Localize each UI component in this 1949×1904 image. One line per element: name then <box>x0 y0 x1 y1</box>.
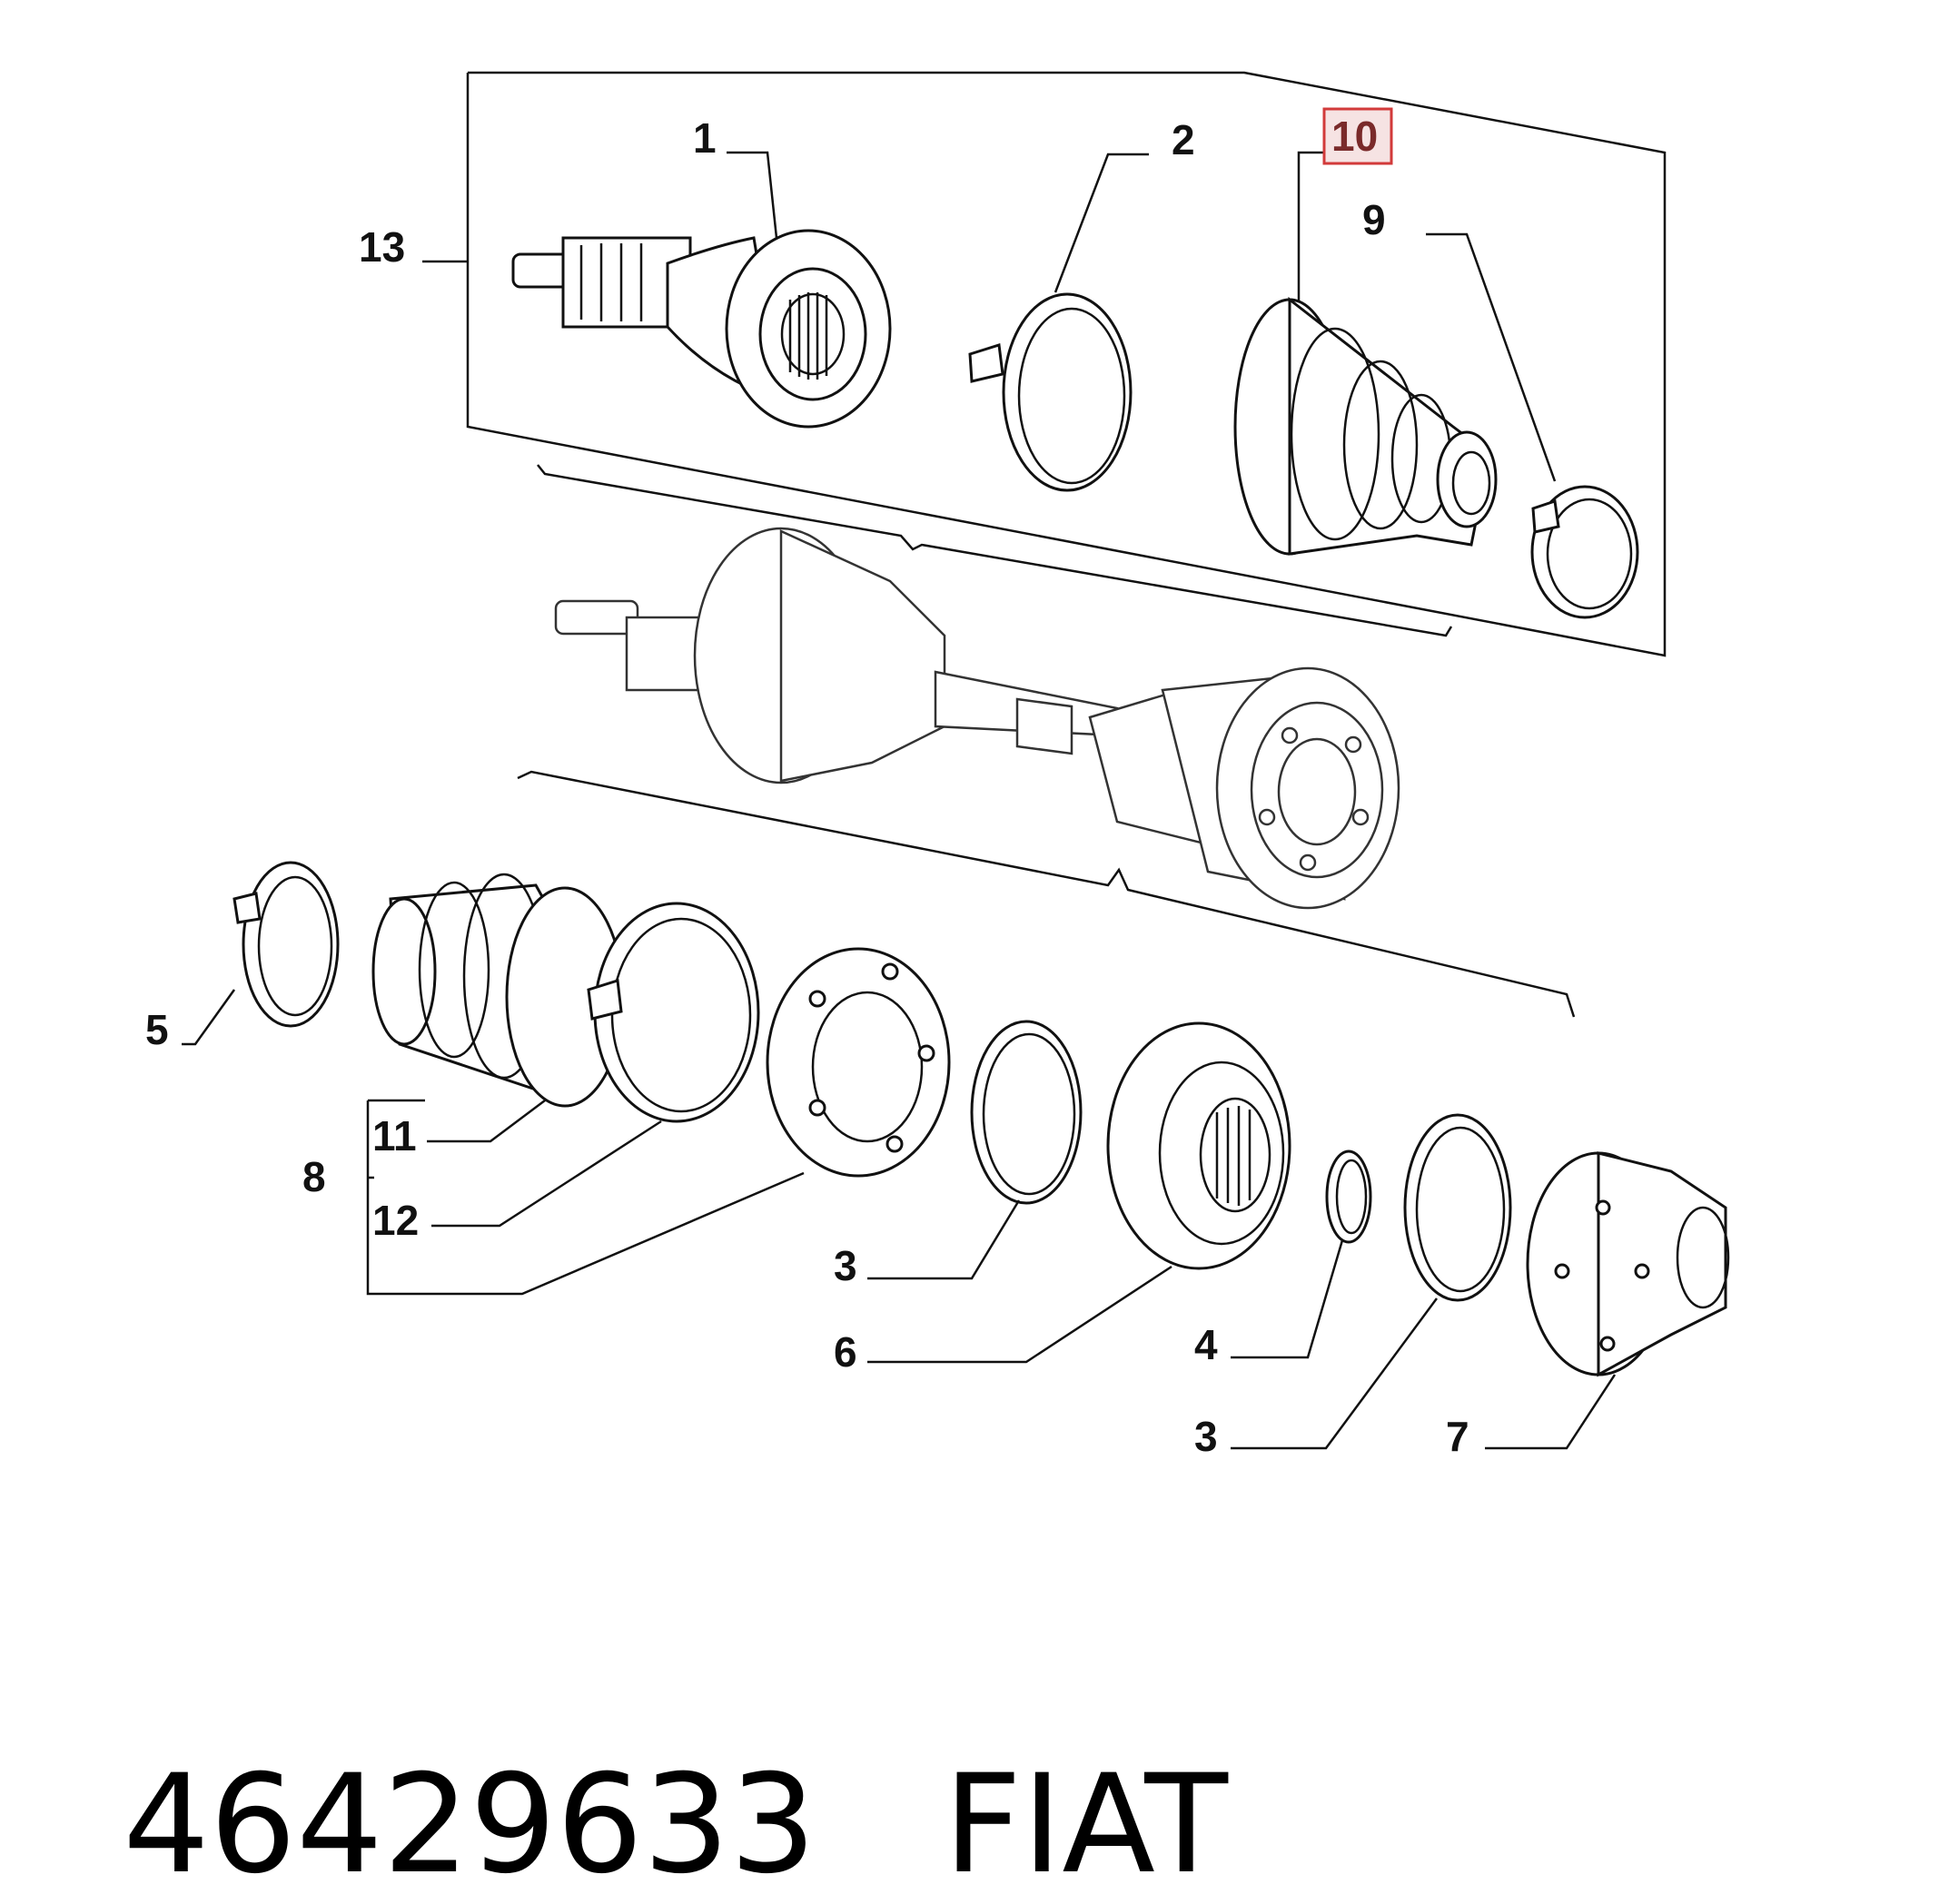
part-1-outer-cv-joint <box>511 229 892 429</box>
part-5-clamp <box>232 861 340 1028</box>
part-8-flange-ring <box>766 947 951 1178</box>
brand-name: FIAT <box>943 1746 1228 1904</box>
part-3-gasket-ring-a <box>970 1020 1083 1205</box>
callout-5: 5 <box>145 1006 169 1053</box>
callout-4: 4 <box>1194 1321 1218 1368</box>
callout-9: 9 <box>1362 196 1386 243</box>
callout-10: 10 <box>1331 113 1378 160</box>
part-6-inner-joint <box>1106 1021 1291 1270</box>
exploded-parts-diagram: 1 2 10 9 13 5 11 8 12 3 6 4 3 7 <box>145 71 1730 1460</box>
callout-8: 8 <box>302 1153 326 1200</box>
part-10-boot <box>1233 296 1498 556</box>
callout-2: 2 <box>1172 116 1195 163</box>
callout-6: 6 <box>834 1328 857 1376</box>
part-3-gasket-ring-b <box>1403 1113 1512 1302</box>
part-7-cover <box>1526 1151 1730 1377</box>
part-11-inner-boot <box>371 873 625 1108</box>
lower-group-bracket <box>517 770 1576 1018</box>
callout-12: 12 <box>372 1197 419 1244</box>
callout-7: 7 <box>1446 1413 1469 1460</box>
callout-3b: 3 <box>1194 1413 1218 1460</box>
part-12-large-clamp <box>587 902 760 1123</box>
callout-11: 11 <box>372 1112 417 1159</box>
callout-3a: 3 <box>834 1242 857 1289</box>
kit-13-frame <box>466 71 1667 657</box>
part-4-circlip <box>1325 1149 1372 1244</box>
callout-10-highlight <box>1322 107 1393 165</box>
callout-1: 1 <box>693 114 717 162</box>
part-9-small-clamp <box>1530 485 1639 619</box>
callout-labels: 1 2 10 9 13 5 11 8 12 3 6 4 3 7 <box>145 113 1469 1460</box>
part-number: 46429633 <box>123 1746 816 1904</box>
drive-shaft-assembly <box>554 527 1400 910</box>
leader-lines <box>182 151 1617 1450</box>
part-2-clamp-band <box>968 292 1133 492</box>
callout-13: 13 <box>359 223 405 271</box>
